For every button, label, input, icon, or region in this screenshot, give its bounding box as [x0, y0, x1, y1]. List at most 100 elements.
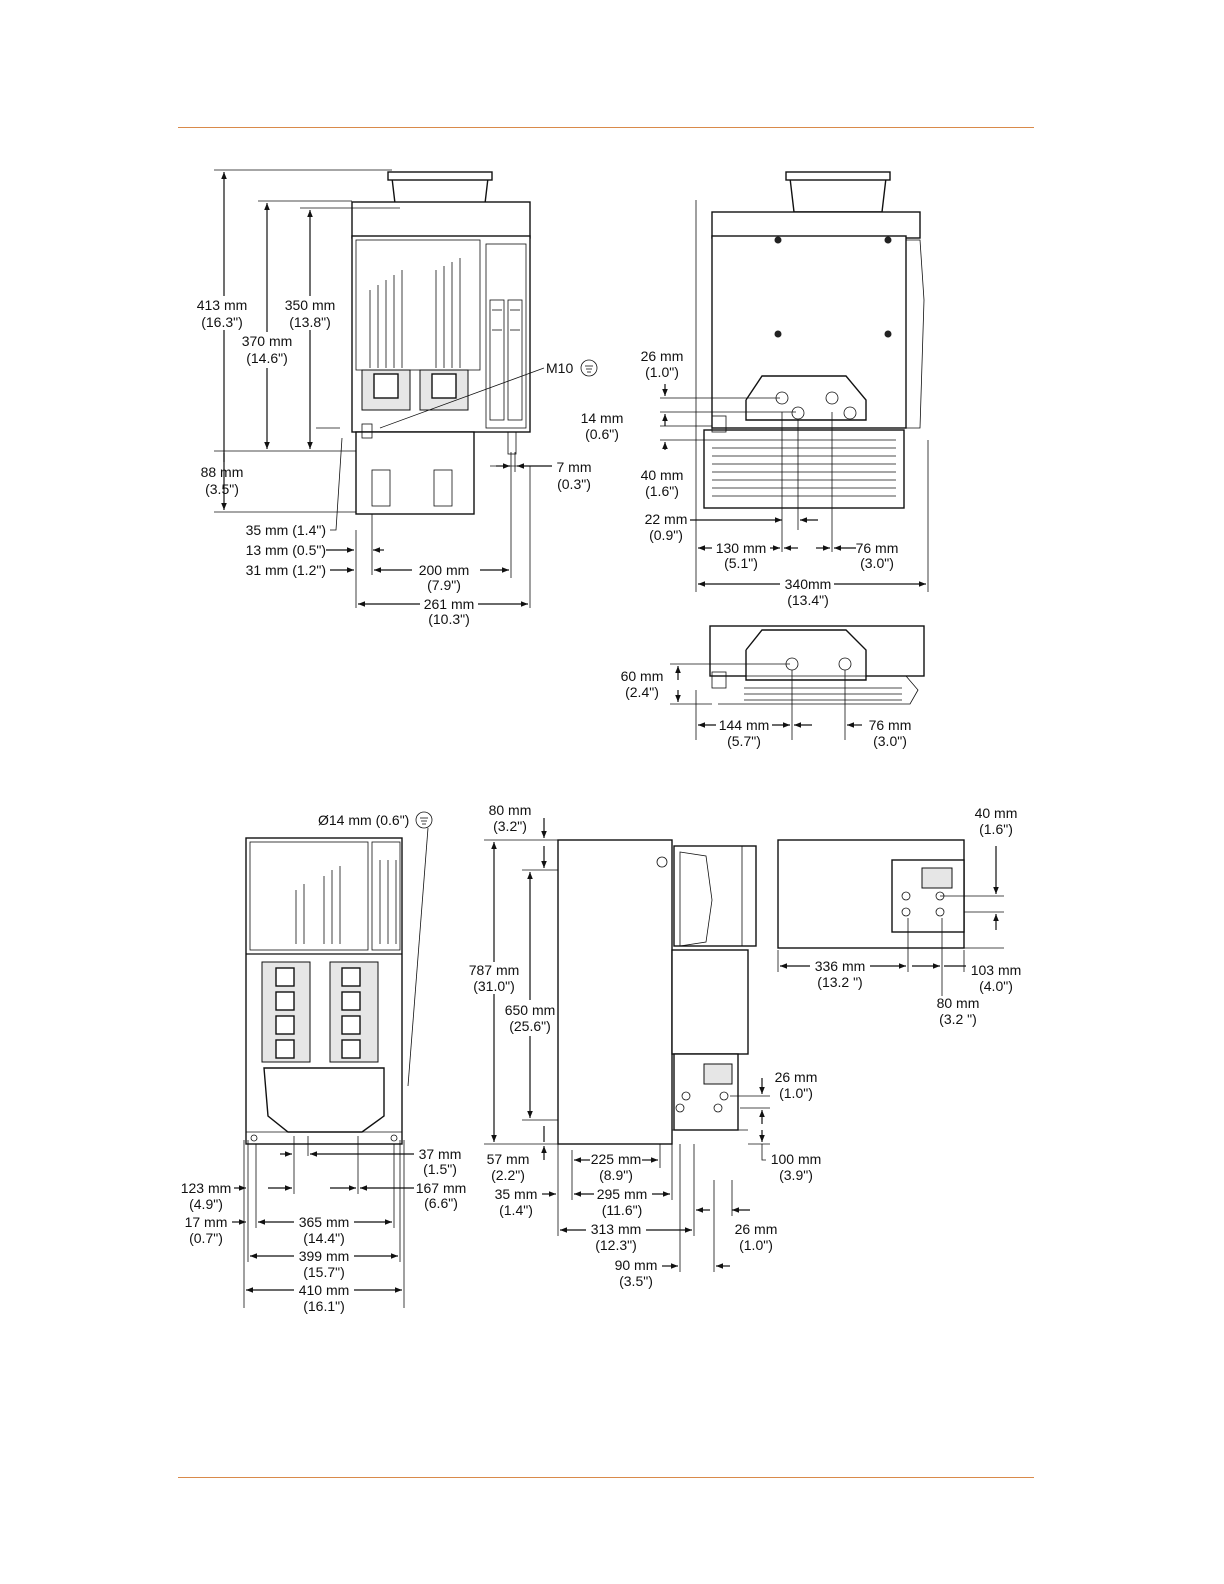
label-57-in: (2.2") — [491, 1167, 525, 1183]
label-side-26-in: (1.0") — [645, 364, 679, 380]
label-t40-in: (1.6") — [979, 821, 1013, 837]
label-399-in: (15.7") — [303, 1264, 345, 1280]
label-t40-mm: 40 mm — [975, 805, 1018, 821]
label-17-mm: 17 mm — [185, 1214, 228, 1230]
label-410-in: (16.1") — [303, 1298, 345, 1314]
label-7-mm: 7 mm — [557, 459, 592, 475]
bottom-front-dimensions — [232, 811, 433, 1308]
label-26b-mm: 26 mm — [735, 1221, 778, 1237]
bottom-top-dimensions — [777, 846, 1004, 996]
label-370-in: (14.6") — [246, 350, 288, 366]
label-336-mm: 336 mm — [815, 958, 866, 974]
label-26a-mm: 26 mm — [775, 1069, 818, 1085]
label-295-in: (11.6") — [602, 1202, 643, 1218]
label-650-in: (25.6") — [509, 1018, 551, 1034]
label-413-in: (16.3") — [201, 314, 243, 330]
label-b80-mm: 80 mm — [489, 802, 532, 818]
label-313-in: (12.3") — [595, 1237, 637, 1253]
label-side-40-in: (1.6") — [645, 483, 679, 499]
label-t80-in: (3.2 ") — [939, 1011, 977, 1027]
label-350-in: (13.8") — [289, 314, 331, 330]
label-90-mm: 90 mm — [615, 1257, 658, 1273]
label-787-mm: 787 mm — [469, 962, 520, 978]
label-225-in: (8.9") — [599, 1167, 633, 1183]
top-alt-dimensions — [670, 663, 862, 740]
label-35: 35 mm (1.4") — [246, 522, 326, 538]
top-front-view — [351, 171, 531, 515]
label-hole: Ø14 mm (0.6") — [318, 812, 409, 828]
label-37-in: (1.5") — [423, 1161, 457, 1177]
label-57-mm: 57 mm — [487, 1151, 530, 1167]
bottom-top-view — [777, 839, 965, 949]
label-650-mm: 650 mm — [505, 1002, 556, 1018]
label-26a-in: (1.0") — [779, 1085, 813, 1101]
grille — [712, 439, 896, 497]
label-103-mm: 103 mm — [971, 962, 1022, 978]
labels: 413 mm (16.3") 350 mm (13.8") 370 mm (14… — [181, 297, 1022, 1314]
label-225-mm: 225 mm — [591, 1151, 642, 1167]
label-167-mm: 167 mm — [416, 1180, 467, 1196]
bottom-side-dimensions — [484, 818, 770, 1272]
label-103-in: (4.0") — [979, 978, 1013, 994]
label-17-in: (0.7") — [189, 1230, 223, 1246]
label-100-mm: 100 mm — [771, 1151, 822, 1167]
label-100-in: (3.9") — [779, 1167, 813, 1183]
label-side-340-mm: 340mm — [785, 576, 832, 592]
label-123-mm: 123 mm — [181, 1180, 232, 1196]
label-167-in: (6.6") — [424, 1195, 458, 1211]
top-side-view — [703, 171, 925, 509]
label-side-22-mm: 22 mm — [645, 511, 688, 527]
label-side-14-mm: 14 mm — [581, 410, 624, 426]
label-37-mm: 37 mm — [419, 1146, 462, 1162]
label-336-in: (13.2 ") — [817, 974, 862, 990]
label-b35-mm: 35 mm — [495, 1186, 538, 1202]
label-90-in: (3.5") — [619, 1273, 653, 1289]
label-alt-144-in: (5.7") — [727, 733, 761, 749]
label-side-76-in: (3.0") — [860, 555, 894, 571]
label-350-mm: 350 mm — [285, 297, 336, 313]
label-side-26-mm: 26 mm — [641, 348, 684, 364]
label-b35-in: (1.4") — [499, 1202, 533, 1218]
footer-rule — [178, 1477, 1034, 1478]
label-side-340-in: (13.4") — [787, 592, 829, 608]
top-side-dimensions — [660, 200, 929, 592]
top-front-dimensions — [214, 169, 598, 608]
label-313-mm: 313 mm — [591, 1221, 642, 1237]
bottom-side-view — [557, 839, 757, 1145]
header-rule — [178, 127, 1034, 128]
label-413-mm: 413 mm — [197, 297, 248, 313]
label-t80-mm: 80 mm — [937, 995, 980, 1011]
label-alt-60-mm: 60 mm — [621, 668, 664, 684]
label-side-14-in: (0.6") — [585, 426, 619, 442]
label-410-mm: 410 mm — [299, 1282, 350, 1298]
label-31: 31 mm (1.2") — [246, 562, 326, 578]
label-26b-in: (1.0") — [739, 1237, 773, 1253]
label-side-130-mm: 130 mm — [716, 540, 767, 556]
label-295-mm: 295 mm — [597, 1186, 648, 1202]
label-200-in: (7.9") — [427, 577, 461, 593]
label-side-130-in: (5.1") — [724, 555, 758, 571]
label-side-76-mm: 76 mm — [856, 540, 899, 556]
label-261-mm: 261 mm — [424, 596, 475, 612]
label-7-in: (0.3") — [557, 476, 591, 492]
label-alt-76-mm: 76 mm — [869, 717, 912, 733]
label-365-in: (14.4") — [303, 1230, 345, 1246]
label-200-mm: 200 mm — [419, 562, 470, 578]
label-370-mm: 370 mm — [242, 333, 293, 349]
label-side-22-in: (0.9") — [649, 527, 683, 543]
label-13: 13 mm (0.5") — [246, 542, 326, 558]
top-alt-view — [709, 625, 925, 705]
bottom-front-view — [245, 837, 403, 1145]
label-123-in: (4.9") — [189, 1196, 223, 1212]
bottom-front-terminals — [261, 961, 379, 1063]
label-88-in: (3.5") — [205, 481, 239, 497]
label-399-mm: 399 mm — [299, 1248, 350, 1264]
label-787-in: (31.0") — [473, 978, 515, 994]
label-365-mm: 365 mm — [299, 1214, 350, 1230]
label-88-mm: 88 mm — [201, 464, 244, 480]
label-alt-60-in: (2.4") — [625, 684, 659, 700]
label-alt-144-mm: 144 mm — [719, 717, 770, 733]
label-m10: M10 — [546, 360, 573, 376]
label-261-in: (10.3") — [428, 611, 470, 627]
